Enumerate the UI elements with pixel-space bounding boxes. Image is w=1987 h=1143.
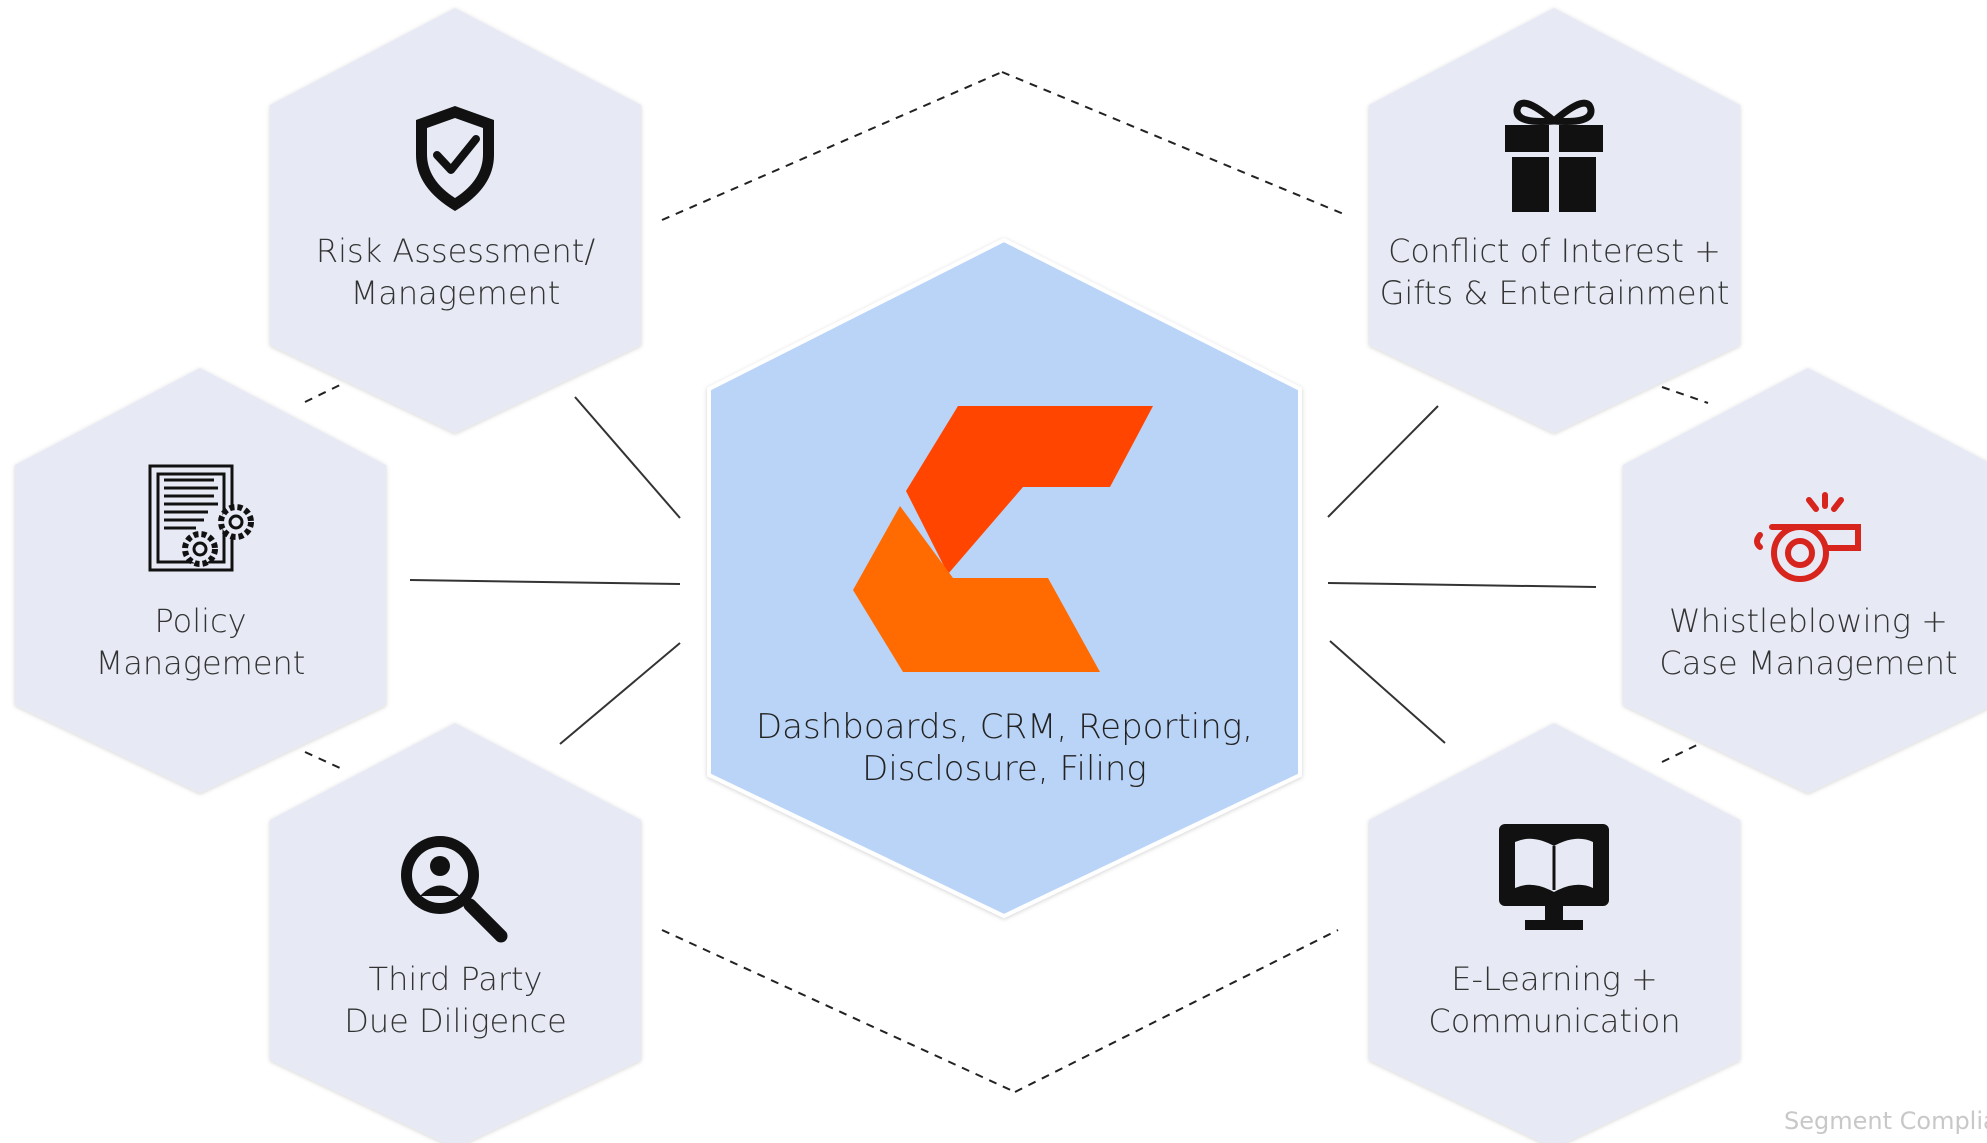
spoke-whistle — [1327, 582, 1597, 588]
label-elearning: E-Learning + Communication — [1369, 958, 1740, 1042]
label-whistle: Whistleblowing + Case Management — [1623, 600, 1987, 684]
label-center-line-2: Disclosure, Filing — [862, 749, 1147, 789]
hex-policy — [15, 368, 386, 793]
label-risk-line-2: Management — [350, 274, 561, 312]
label-center-line-1: Dashboards, CRM, Reporting, — [755, 707, 1254, 747]
dashed-connector-top-left — [661, 71, 1003, 221]
dashed-connector-right-lower — [1661, 744, 1698, 763]
label-conflict-line-1: Conflict of Interest + — [1388, 232, 1721, 270]
label-whistle-line-1: Whistleblowing + — [1669, 602, 1948, 640]
label-policy-line-1: Policy — [154, 602, 247, 640]
spokes — [409, 396, 1597, 745]
logo-c-chevron-icon — [853, 406, 1153, 672]
dashed-connector-left-upper — [304, 384, 341, 403]
dashed-connector-right-upper — [1661, 386, 1709, 404]
label-third-party: Third Party Due Diligence — [270, 958, 641, 1042]
dashed-connector-top-right — [1001, 71, 1347, 216]
label-policy: Policy Management — [15, 600, 386, 684]
whistle-icon — [1754, 492, 1861, 582]
document-gears-icon — [148, 464, 254, 572]
spoke-elearning — [1329, 640, 1446, 744]
spoke-conflict — [1327, 405, 1439, 518]
watermark-text: Segment Complia — [1784, 1107, 1987, 1135]
label-conflict-line-2: Gifts & Entertainment — [1379, 274, 1730, 312]
gift-icon — [1505, 99, 1603, 212]
label-whistle-line-2: Case Management — [1659, 644, 1958, 682]
label-third-party-line-1: Third Party — [368, 960, 543, 998]
label-center: Dashboards, CRM, Reporting, Disclosure, … — [709, 706, 1300, 790]
label-elearning-line-2: Communication — [1428, 1002, 1681, 1040]
spoke-third-party — [559, 642, 681, 745]
dashed-connector-bottom-left — [661, 929, 1016, 1093]
label-policy-line-2: Management — [95, 644, 306, 682]
magnifier-person-icon — [401, 836, 508, 943]
shield-check-icon — [416, 106, 494, 211]
label-third-party-line-2: Due Diligence — [344, 1002, 567, 1040]
label-elearning-line-1: E-Learning + — [1451, 960, 1658, 998]
dashed-connector-left-lower — [304, 751, 341, 769]
label-conflict: Conflict of Interest + Gifts & Entertain… — [1369, 230, 1740, 314]
spoke-risk — [574, 396, 681, 519]
hex-risk — [270, 8, 641, 433]
hex-conflict — [1369, 8, 1740, 433]
label-risk-line-1: Risk Assessment/ — [315, 232, 596, 270]
spoke-policy — [409, 579, 681, 585]
hex-third-party — [270, 723, 641, 1143]
label-risk: Risk Assessment/ Management — [270, 230, 641, 314]
monitor-book-icon — [1499, 824, 1609, 930]
dashed-connector-bottom-right — [1014, 929, 1339, 1093]
dashed-connectors — [304, 71, 1709, 1093]
hex-elearning — [1369, 723, 1740, 1143]
logo-upper-stroke — [906, 406, 1153, 574]
logo-lower-stroke — [853, 506, 1100, 672]
hex-nodes — [15, 8, 1987, 1143]
